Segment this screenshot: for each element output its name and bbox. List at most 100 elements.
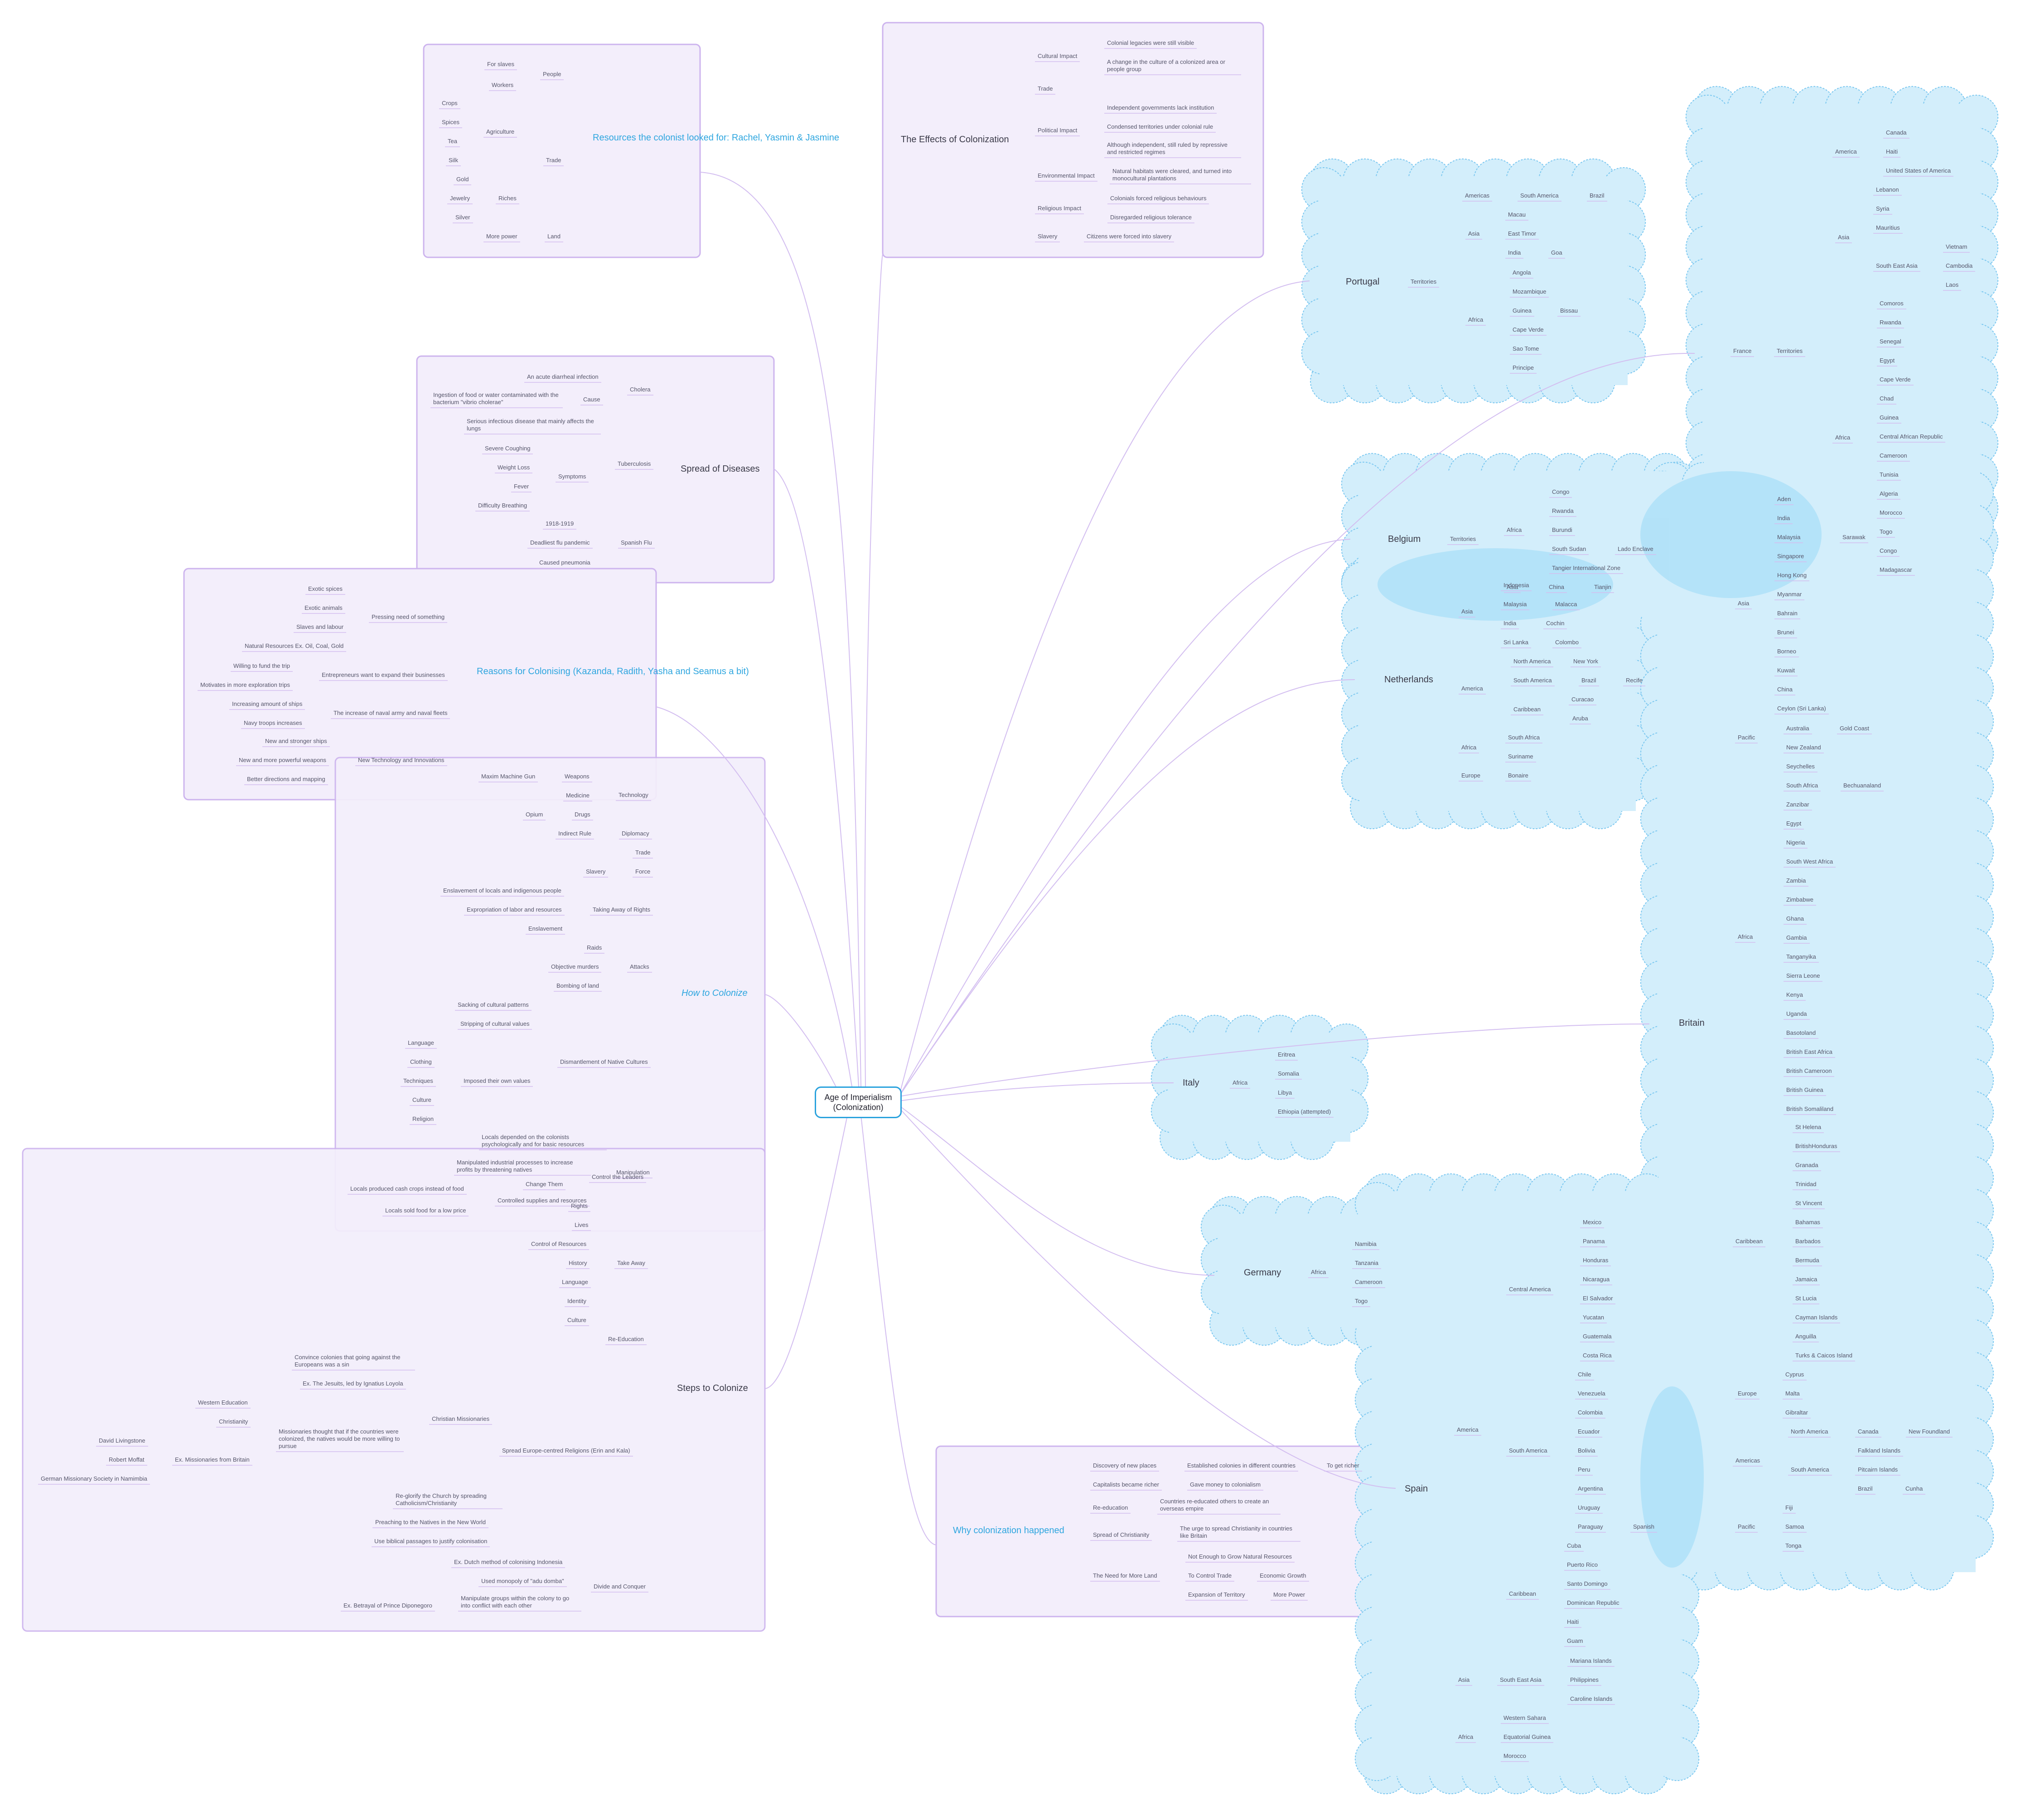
node-nl-caribbean[interactable]: Caribbean — [1513, 706, 1541, 713]
belgium-title[interactable]: Belgium — [1388, 534, 1421, 544]
node-gb-canada[interactable]: Canada — [1858, 1428, 1879, 1435]
node-gb-asia-5[interactable]: Myanmar — [1777, 591, 1802, 598]
node-pt-bissau[interactable]: Bissau — [1560, 307, 1578, 314]
node-be-tianjin[interactable]: Tianjin — [1594, 584, 1611, 590]
node-fr-africa-11[interactable]: Morocco — [1880, 509, 1902, 516]
netherlands-title[interactable]: Netherlands — [1384, 675, 1433, 685]
node-environmental-impact[interactable]: Environmental Impact — [1038, 172, 1095, 179]
germany-title[interactable]: Germany — [1244, 1268, 1281, 1278]
node-gb-pitcairn[interactable]: Pitcairn Islands — [1858, 1466, 1898, 1473]
node-es-central-0[interactable]: Mexico — [1583, 1219, 1602, 1226]
node-es-south-7[interactable]: Uruguay — [1578, 1504, 1600, 1511]
node-preaching[interactable]: Preaching to the Natives in the New Worl… — [375, 1519, 486, 1526]
node-sym-1[interactable]: Severe Coughing — [485, 445, 531, 452]
node-betrayal[interactable]: Ex. Betrayal of Prince Diponegoro — [343, 1602, 432, 1609]
node-es-carib-0[interactable]: Cuba — [1567, 1542, 1581, 1549]
node-be-africa[interactable]: Africa — [1507, 526, 1522, 533]
node-environmental-1[interactable]: Natural habitats were cleared, and turne… — [1112, 168, 1232, 182]
node-reeducation-why[interactable]: Re-education — [1093, 1504, 1128, 1511]
node-pt-americas[interactable]: Americas — [1465, 192, 1490, 199]
node-agriculture[interactable]: Agriculture — [486, 128, 515, 135]
italy-title[interactable]: Italy — [1183, 1078, 1199, 1088]
node-sold-food[interactable]: Locals sold food for a low price — [385, 1207, 466, 1214]
node-culture-step[interactable]: Culture — [567, 1317, 586, 1323]
node-change-them[interactable]: Change Them — [526, 1181, 563, 1188]
node-fr-africa-3[interactable]: Egypt — [1880, 357, 1895, 364]
node-nl-europe[interactable]: Europe — [1461, 772, 1480, 779]
node-es-mariana[interactable]: Mariana Islands — [1570, 1657, 1612, 1664]
node-es-central-america[interactable]: Central America — [1509, 1286, 1551, 1293]
node-nl-cochin[interactable]: Cochin — [1546, 620, 1565, 627]
node-political-3[interactable]: Although independent, still ruled by rep… — [1107, 141, 1228, 155]
node-gb-carib-5[interactable]: Bahamas — [1795, 1219, 1820, 1226]
node-gb-africa-18[interactable]: British Somaliland — [1786, 1106, 1834, 1112]
node-political-impact[interactable]: Political Impact — [1038, 127, 1078, 134]
node-es-central-5[interactable]: Yucatan — [1583, 1314, 1604, 1321]
node-it-eritrea[interactable]: Eritrea — [1278, 1051, 1295, 1058]
node-pt-east-timor[interactable]: East Timor — [1508, 230, 1537, 237]
node-rights-2[interactable]: Expropriation of labor and resources — [467, 906, 562, 913]
node-es-carib-1[interactable]: Puerto Rico — [1567, 1561, 1598, 1568]
node-cultural-2[interactable]: A change in the culture of a colonized a… — [1107, 58, 1225, 72]
node-stripping[interactable]: Stripping of cultural values — [460, 1020, 530, 1027]
node-techniques[interactable]: Techniques — [403, 1077, 433, 1084]
node-be-territories[interactable]: Territories — [1450, 536, 1476, 542]
node-controlled[interactable]: Controlled supplies and resources — [498, 1197, 587, 1204]
node-gb-new-zealand[interactable]: New Zealand — [1786, 744, 1821, 751]
node-fr-mauritius[interactable]: Mauritius — [1876, 224, 1900, 231]
node-gb-carib-6[interactable]: Barbados — [1795, 1238, 1821, 1245]
node-gold[interactable]: Gold — [456, 176, 469, 183]
node-ex-britain[interactable]: Ex. Missionaries from Britain — [175, 1456, 250, 1463]
node-navy-2[interactable]: Navy troops increases — [244, 719, 302, 726]
node-political-1[interactable]: Independent governments lack institution — [1107, 104, 1214, 111]
node-fr-africa-9[interactable]: Tunisia — [1880, 471, 1899, 478]
node-gb-carib-4[interactable]: St Vincent — [1795, 1200, 1822, 1207]
node-es-central-2[interactable]: Honduras — [1583, 1257, 1609, 1264]
node-gb-south-america[interactable]: South America — [1791, 1466, 1829, 1473]
node-es-carib-3[interactable]: Dominican Republic — [1567, 1599, 1619, 1606]
node-de-cameroon[interactable]: Cameroon — [1355, 1279, 1382, 1285]
node-murders[interactable]: Objective murders — [551, 963, 599, 970]
node-fr-sea[interactable]: South East Asia — [1876, 262, 1918, 269]
node-es-central-1[interactable]: Panama — [1583, 1238, 1605, 1245]
node-spread[interactable]: Spread Europe-centred Religions (Erin an… — [502, 1447, 630, 1454]
effects-title[interactable]: The Effects of Colonization — [901, 135, 1009, 145]
node-dismantle[interactable]: Dismantlement of Native Cultures — [560, 1058, 648, 1065]
node-tech-1[interactable]: New and stronger ships — [265, 738, 327, 744]
node-es-carib-5[interactable]: Guam — [1567, 1637, 1583, 1644]
node-religious-2[interactable]: Disregarded religious tolerance — [1110, 214, 1192, 221]
node-gb-asia-1[interactable]: India — [1777, 515, 1790, 521]
node-identity[interactable]: Identity — [567, 1298, 586, 1304]
node-nl-new-york[interactable]: New York — [1573, 658, 1598, 665]
node-es-carib-4[interactable]: Haiti — [1567, 1618, 1579, 1625]
node-es-central-7[interactable]: Costa Rica — [1583, 1352, 1612, 1359]
node-fr-cambodia[interactable]: Cambodia — [1946, 262, 1973, 269]
node-gb-africa-7[interactable]: Zimbabwe — [1786, 896, 1813, 903]
node-fr-syria[interactable]: Syria — [1876, 205, 1890, 212]
node-diplomacy[interactable]: Diplomacy — [622, 830, 649, 837]
node-gb-samoa[interactable]: Samoa — [1785, 1523, 1804, 1530]
node-nl-colombo[interactable]: Colombo — [1555, 639, 1579, 646]
node-es-south-2[interactable]: Colombia — [1578, 1409, 1603, 1416]
node-clothing[interactable]: Clothing — [410, 1058, 432, 1065]
node-sacking[interactable]: Sacking of cultural patterns — [458, 1001, 529, 1008]
node-discovery[interactable]: Discovery of new places — [1093, 1462, 1157, 1469]
node-more-power[interactable]: More power — [486, 233, 517, 240]
node-fr-africa-1[interactable]: Rwanda — [1880, 319, 1901, 326]
node-gb-africa-6[interactable]: Zambia — [1786, 877, 1806, 884]
node-pt-sao-tome[interactable]: Sao Tome — [1513, 345, 1539, 352]
node-gb-europe[interactable]: Europe — [1738, 1390, 1757, 1397]
node-control-trade[interactable]: To Control Trade — [1188, 1572, 1232, 1579]
node-language-step[interactable]: Language — [562, 1279, 588, 1285]
node-need-2[interactable]: Exotic animals — [305, 604, 343, 611]
node-gb-africa-0[interactable]: Seychelles — [1786, 763, 1815, 770]
node-tb[interactable]: Tuberculosis — [618, 460, 651, 467]
root-topic[interactable]: Age of Imperialism (Colonization) — [815, 1086, 902, 1118]
node-trade[interactable]: Trade — [546, 157, 561, 164]
node-gb-newfoundland[interactable]: New Foundland — [1909, 1428, 1950, 1435]
node-es-asia[interactable]: Asia — [1458, 1676, 1470, 1683]
node-convince[interactable]: Convince colonies that going against the… — [295, 1354, 401, 1368]
node-be-china[interactable]: China — [1549, 584, 1564, 590]
node-attacks[interactable]: Attacks — [630, 963, 649, 970]
node-econ[interactable]: Economic Growth — [1260, 1572, 1306, 1579]
